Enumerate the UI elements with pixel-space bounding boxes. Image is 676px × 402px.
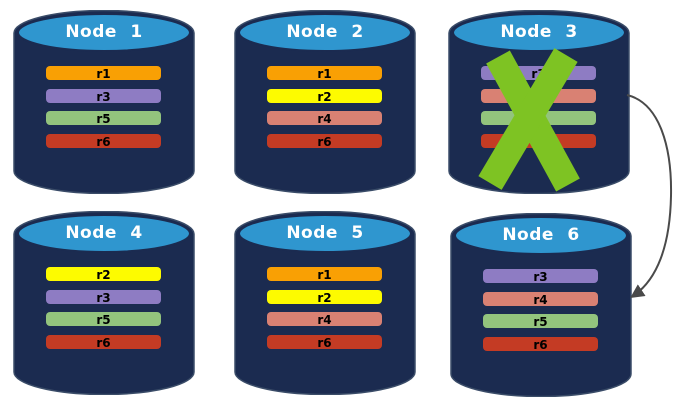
replica-label: r1 [317, 268, 332, 282]
node-title: Node 1 [65, 22, 143, 42]
replica-label: r1 [317, 67, 332, 81]
replica-bar-r4: r4 [267, 312, 382, 327]
replica-label: r4 [317, 313, 332, 327]
node-title: Node 2 [286, 22, 364, 42]
replica-label: r2 [96, 268, 111, 282]
replica-bar-r6: r6 [483, 337, 598, 352]
node-title: Node 6 [502, 225, 580, 245]
replica-bar-r1: r1 [267, 66, 382, 81]
replica-label: r4 [531, 90, 546, 104]
replica-label: r6 [96, 336, 111, 350]
replica-bar-r6: r6 [46, 134, 161, 149]
node-cylinder-5: Node 5 r1 r2 r4 r6 [234, 211, 416, 395]
replica-label: r2 [317, 291, 332, 305]
replica-bar-r4: r4 [483, 292, 598, 307]
node-title: Node 4 [65, 223, 143, 243]
replica-bar-r1: r1 [267, 267, 382, 282]
replica-bar-r5: r5 [46, 312, 161, 327]
replica-label: r5 [533, 315, 548, 329]
node-cylinder-1: Node 1 r1 r3 r5 r6 [13, 10, 195, 194]
replica-bar-r3: r3 [483, 269, 598, 284]
replica-bar-r6: r6 [267, 134, 382, 149]
replica-label: r3 [531, 67, 546, 81]
replica-bar-r4: r4 [481, 89, 596, 104]
replica-label: r6 [317, 135, 332, 149]
replica-bar-r3: r3 [46, 290, 161, 305]
replica-bar-r6: r6 [267, 335, 382, 350]
replica-label: r5 [96, 112, 111, 126]
node-cylinder-6: Node 6 r3 r4 r5 r6 [450, 213, 632, 397]
replica-label: r5 [96, 313, 111, 327]
replica-bar-r2: r2 [46, 267, 161, 282]
node-cylinder-3: Node 3 r3 r4 r5 r6 [448, 10, 630, 194]
replica-bar-r5: r5 [481, 111, 596, 126]
replica-bar-r6: r6 [46, 335, 161, 350]
replica-label: r3 [96, 90, 111, 104]
node-cylinder-4: Node 4 r2 r3 r5 r6 [13, 211, 195, 395]
node-cylinder-2: Node 2 r1 r2 r4 r6 [234, 10, 416, 194]
replica-bar-r6: r6 [481, 134, 596, 149]
replica-bar-r3: r3 [46, 89, 161, 104]
replica-label: r3 [96, 291, 111, 305]
replica-bar-r4: r4 [267, 111, 382, 126]
replica-label: r2 [317, 90, 332, 104]
failover-arrow-icon [626, 94, 673, 298]
replica-label: r4 [317, 112, 332, 126]
replica-label: r6 [317, 336, 332, 350]
replica-bar-r2: r2 [267, 290, 382, 305]
replica-bar-r5: r5 [46, 111, 161, 126]
replica-label: r6 [96, 135, 111, 149]
replica-label: r5 [531, 112, 546, 126]
replica-label: r4 [533, 293, 548, 307]
node-title: Node 5 [286, 223, 364, 243]
replica-label: r6 [531, 135, 546, 149]
replica-label: r3 [533, 270, 548, 284]
replica-label: r6 [533, 338, 548, 352]
replica-bar-r3: r3 [481, 66, 596, 81]
replica-bar-r5: r5 [483, 314, 598, 329]
node-title: Node 3 [500, 22, 578, 42]
replica-bar-r1: r1 [46, 66, 161, 81]
replica-bar-r2: r2 [267, 89, 382, 104]
replica-label: r1 [96, 67, 111, 81]
